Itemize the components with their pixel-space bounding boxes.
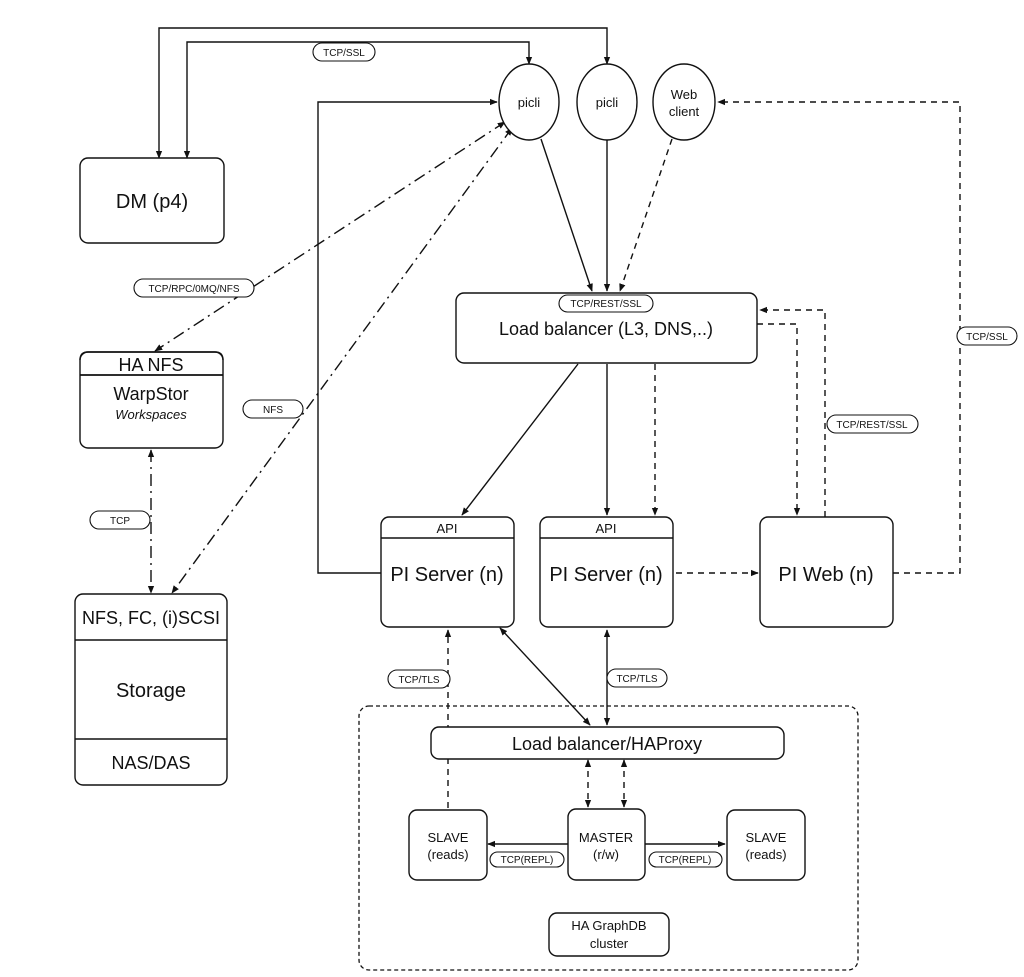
edge-label-nfs: NFS: [242, 399, 304, 419]
edge-picli1-storage: [171, 127, 513, 594]
workspaces-label: Workspaces: [115, 407, 187, 422]
edge-label-text: TCP: [110, 516, 130, 527]
picli-node-1: picli: [498, 63, 560, 141]
load-balancer-label: Load balancer (L3, DNS,..): [499, 319, 713, 339]
cluster-label-1: HA GraphDB: [571, 918, 646, 933]
load-balancer-node: Load balancer (L3, DNS,..): [455, 292, 758, 364]
edge-label-tcp-ssl-top: TCP/SSL: [312, 42, 376, 62]
api-2-label: API: [596, 521, 617, 536]
warpstor-node: HA NFS WarpStor Workspaces: [79, 351, 224, 449]
edge-dm-picli1: [183, 41, 533, 159]
edge-label-text: TCP/RPC/0MQ/NFS: [148, 284, 239, 295]
edge-label-text: TCP/TLS: [398, 675, 439, 686]
edge-label-tcp-rpc: TCP/RPC/0MQ/NFS: [133, 278, 255, 298]
master-label-2: (r/w): [593, 847, 619, 862]
api-1-label: API: [437, 521, 458, 536]
master-node: MASTER (r/w): [567, 808, 646, 881]
edge-label-tcp-repl-left: TCP(REPL): [489, 851, 565, 868]
cluster-label-2: cluster: [590, 936, 629, 951]
cluster-label-box: HA GraphDB cluster: [548, 912, 670, 957]
web-client-node: Web client: [652, 63, 716, 141]
edge-label-tcp: TCP: [89, 510, 151, 530]
storage-header: NFS, FC, (i)SCSI: [82, 608, 220, 628]
edge-label-tcp-tls-right: TCP/TLS: [606, 668, 668, 688]
ha-nfs-header: HA NFS: [118, 355, 183, 375]
edge-piweb-lb: [759, 306, 826, 517]
edge-label-text: TCP/SSL: [323, 48, 365, 59]
slave-node-1: SLAVE (reads): [408, 809, 488, 881]
picli-1-label: picli: [518, 95, 541, 110]
haproxy-node: Load balancer/HAProxy: [430, 726, 785, 760]
edge-label-tcp-ssl-right: TCP/SSL: [956, 326, 1018, 346]
web-client-label-2: client: [669, 104, 700, 119]
picli-node-2: picli: [576, 63, 638, 141]
dm-node: DM (p4): [79, 157, 225, 244]
graphdb-cluster-container: [358, 705, 859, 971]
haproxy-label: Load balancer/HAProxy: [512, 734, 702, 754]
edge-label-tcp-tls-left: TCP/TLS: [387, 669, 451, 689]
edge-label-text: TCP/TLS: [616, 674, 657, 685]
edge-label-tcp-repl-right: TCP(REPL): [648, 851, 723, 868]
edge-label-tcp-rest-ssl-lb: TCP/REST/SSL: [558, 294, 654, 313]
edge-lb-piweb: [757, 323, 801, 516]
storage-label: Storage: [116, 680, 186, 702]
master-label-1: MASTER: [579, 830, 633, 845]
storage-footer: NAS/DAS: [111, 753, 190, 773]
pi-web-node: PI Web (n): [759, 516, 894, 628]
pi-server-1-label: PI Server (n): [390, 564, 503, 586]
edge-piserver1-haproxy: [499, 627, 591, 726]
edge-picli1-lb: [540, 138, 593, 292]
slave-2-label-2: (reads): [745, 847, 786, 862]
edge-lb-piserver1: [461, 363, 579, 516]
slave-node-2: SLAVE (reads): [726, 809, 806, 881]
slave-1-label-1: SLAVE: [428, 830, 469, 845]
edge-label-text: TCP/REST/SSL: [836, 420, 908, 431]
edge-webclient-lb: [619, 138, 673, 292]
slave-1-label-2: (reads): [427, 847, 468, 862]
picli-2-label: picli: [596, 95, 619, 110]
edges: [147, 27, 961, 848]
edge-dm-picli2: [155, 27, 611, 159]
edge-label-text: TCP(REPL): [659, 855, 712, 866]
edge-label-text: TCP/REST/SSL: [570, 299, 642, 310]
edge-label-tcp-rest-ssl-web: TCP/REST/SSL: [826, 414, 919, 434]
pi-server-2-label: PI Server (n): [549, 564, 662, 586]
pi-server-node-2: API PI Server (n): [539, 516, 674, 628]
pi-web-label: PI Web (n): [778, 564, 873, 586]
dm-label: DM (p4): [116, 191, 188, 213]
edge-label-text: TCP(REPL): [501, 855, 554, 866]
edge-label-text: TCP/SSL: [966, 332, 1008, 343]
edge-label-text: NFS: [263, 405, 283, 416]
storage-node: NFS, FC, (i)SCSI Storage NAS/DAS: [74, 593, 228, 786]
slave-2-label-1: SLAVE: [746, 830, 787, 845]
pi-server-node-1: API PI Server (n): [380, 516, 515, 628]
warpstor-label: WarpStor: [113, 384, 188, 404]
web-client-label-1: Web: [671, 87, 698, 102]
